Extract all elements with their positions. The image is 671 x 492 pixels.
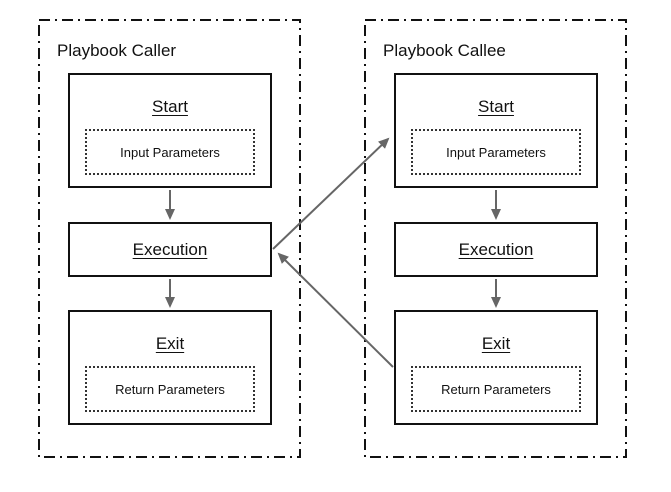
callee-group-title: Playbook Callee bbox=[383, 41, 506, 60]
caller-start-node[interactable]: Start Input Parameters bbox=[68, 73, 272, 188]
callee-execution-node[interactable]: Execution bbox=[394, 222, 598, 277]
callee-input-parameters-box[interactable]: Input Parameters bbox=[411, 129, 581, 175]
callee-input-parameters-label: Input Parameters bbox=[446, 144, 546, 160]
caller-group-title: Playbook Caller bbox=[57, 41, 177, 60]
caller-exit-node[interactable]: Exit Return Parameters bbox=[68, 310, 272, 425]
caller-group: Playbook Caller Start Input Parameters E… bbox=[38, 19, 301, 458]
callee-group: Playbook Callee Start Input Parameters E… bbox=[364, 19, 627, 458]
caller-execution-title: Execution bbox=[132, 239, 208, 259]
caller-input-parameters-label: Input Parameters bbox=[120, 144, 220, 160]
caller-return-parameters-label: Return Parameters bbox=[115, 381, 225, 397]
callee-start-node[interactable]: Start Input Parameters bbox=[394, 73, 598, 188]
callee-start-title: Start bbox=[478, 97, 514, 116]
callee-exit-title: Exit bbox=[481, 334, 511, 353]
caller-return-parameters-box[interactable]: Return Parameters bbox=[85, 366, 255, 412]
callee-exit-node[interactable]: Exit Return Parameters bbox=[394, 310, 598, 425]
caller-input-parameters-box[interactable]: Input Parameters bbox=[85, 129, 255, 175]
caller-start-title: Start bbox=[152, 97, 188, 116]
callee-execution-title: Execution bbox=[458, 239, 534, 259]
callee-return-parameters-box[interactable]: Return Parameters bbox=[411, 366, 581, 412]
callee-return-parameters-label: Return Parameters bbox=[441, 381, 551, 397]
caller-exit-title: Exit bbox=[155, 334, 185, 353]
caller-execution-node[interactable]: Execution bbox=[68, 222, 272, 277]
